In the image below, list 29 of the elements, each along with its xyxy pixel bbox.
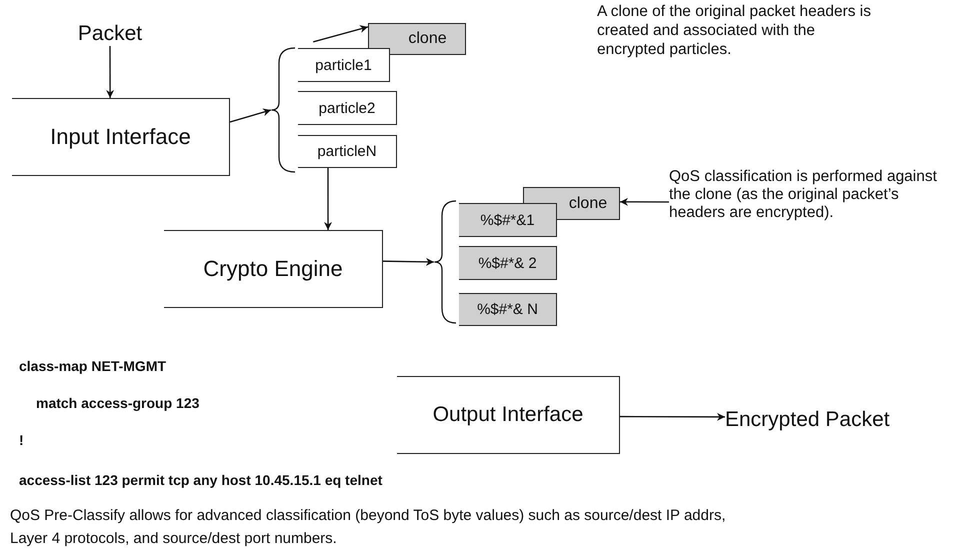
process-box: clone	[390, 23, 466, 55]
arrow	[382, 258, 434, 266]
process-box: clone	[557, 187, 620, 220]
process-box: Input Interface	[12, 98, 230, 176]
arrow	[313, 25, 368, 42]
description-text: QoS Pre-Classify allows for advanced classification (beyond ToS byte values) such as source/dest IP addrs, Layer 4 protocols, and source/dest port numbers.	[10, 506, 727, 549]
code-line: access-list 123 permit tcp any host 10.45.15.1 eq telnet	[19, 472, 382, 488]
process-box: particle2	[298, 91, 397, 125]
code-line: class-map NET-MGMT	[19, 358, 166, 374]
process-box: Output Interface	[397, 376, 620, 454]
curly-brace	[271, 47, 295, 173]
process-box: Crypto Engine	[164, 230, 383, 308]
arrow	[620, 412, 725, 421]
node-text: Encrypted Packet	[725, 406, 940, 434]
process-box: particle1	[298, 48, 390, 82]
process-box: particleN	[298, 135, 397, 168]
annotation-text: A clone of the original packet headers is created and associated with the encrypted particles.	[597, 2, 872, 59]
process-box: %$#*& 2	[459, 246, 557, 280]
arrow	[106, 46, 114, 98]
note-text: QoS classification is performed against the clone (as the original packet’s headers are encrypted).	[669, 168, 965, 222]
arrow	[324, 168, 332, 230]
code-line: !	[19, 432, 24, 448]
curly-brace	[434, 200, 456, 324]
code-line: match access-group 123	[36, 395, 200, 411]
arrow	[620, 198, 669, 206]
arrow	[230, 108, 272, 123]
process-box: %$#*&1	[459, 203, 557, 237]
node-text: Packet	[72, 22, 148, 46]
process-box: %$#*& N	[459, 293, 557, 326]
